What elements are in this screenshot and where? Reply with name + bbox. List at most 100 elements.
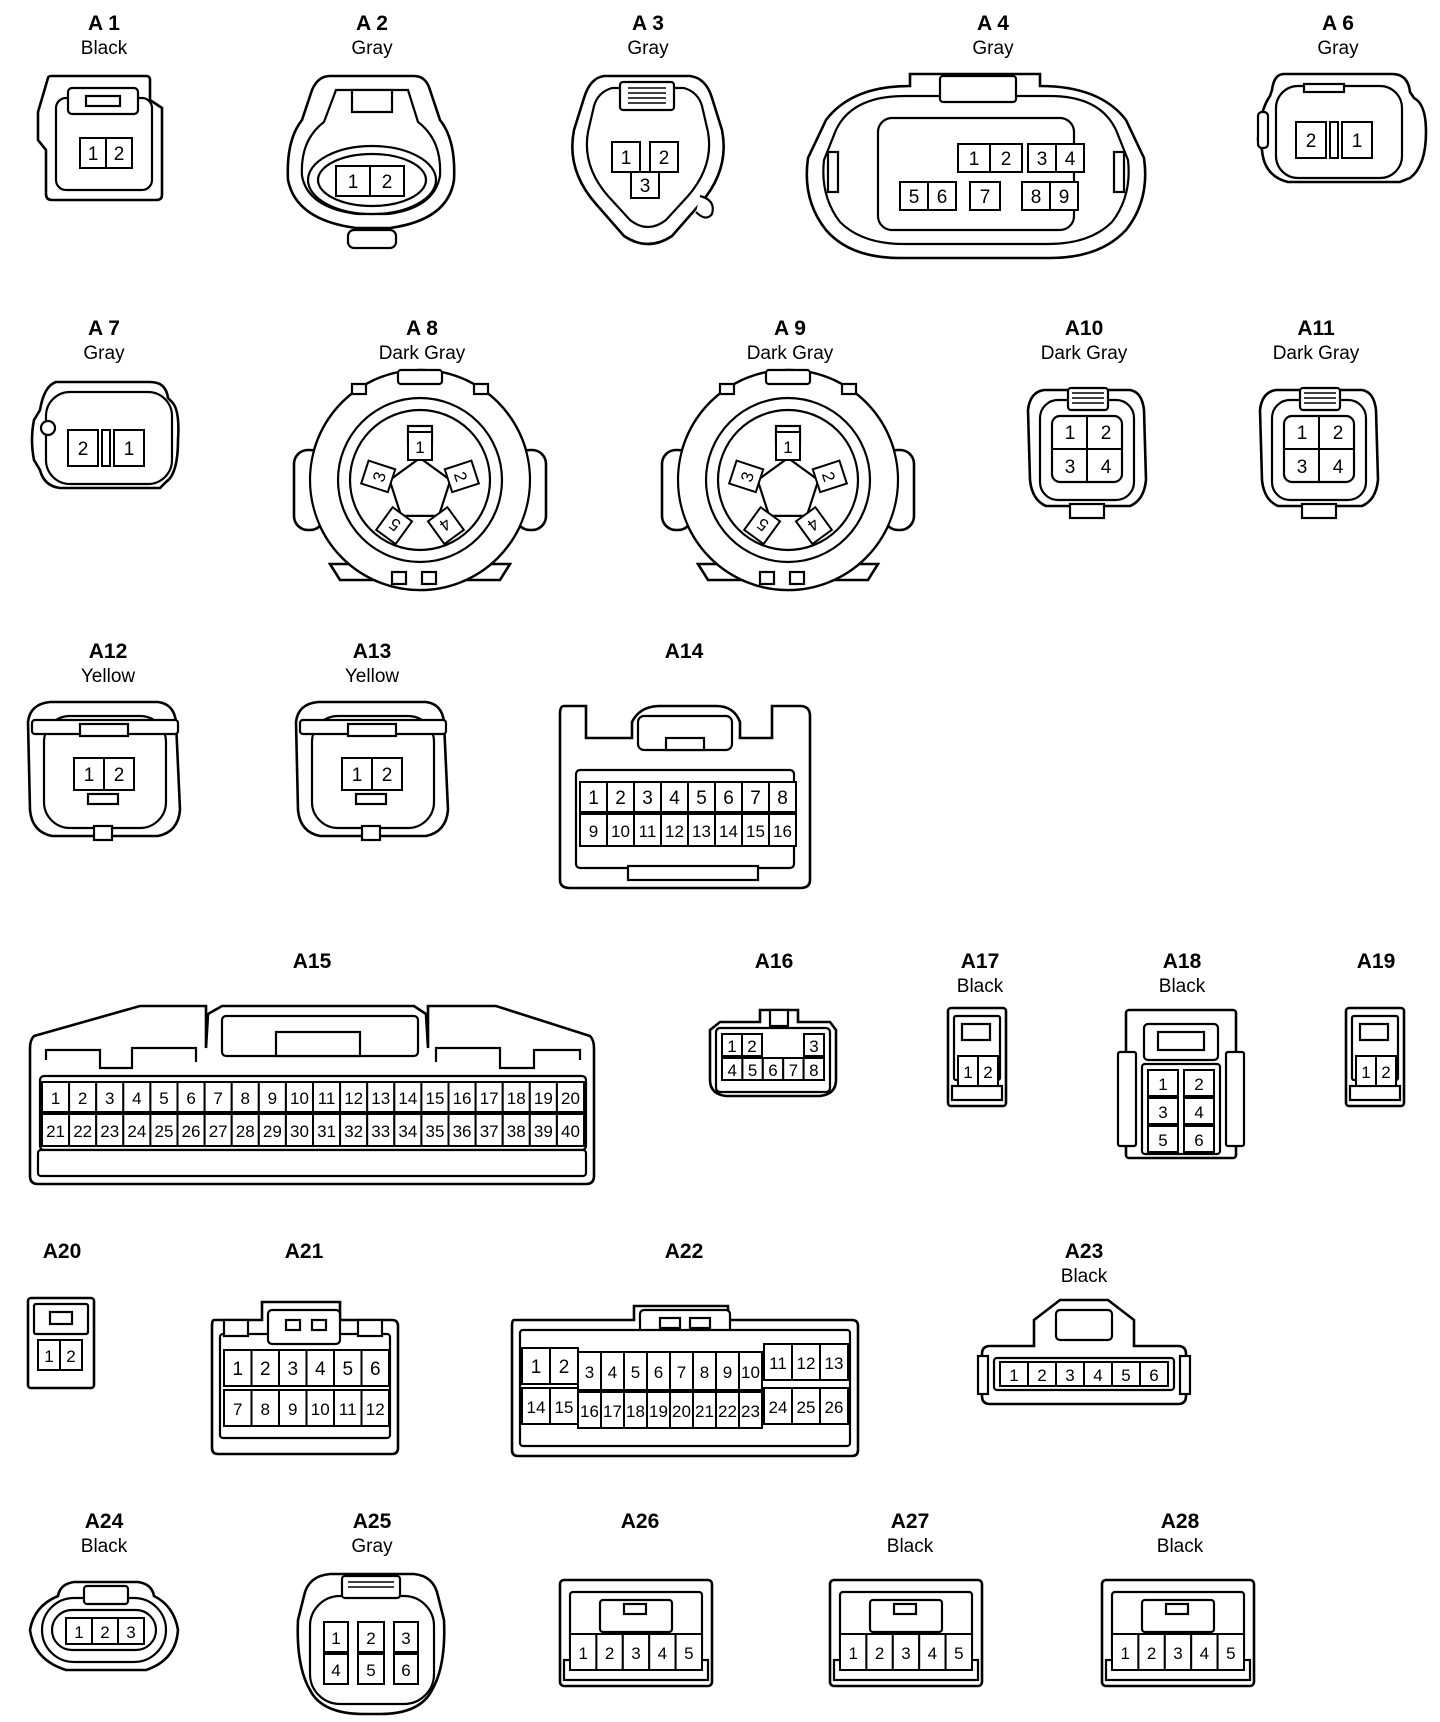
pin-number: 2 — [559, 1357, 570, 1378]
pin-number: 5 — [159, 1089, 168, 1108]
pin-cell — [611, 141, 641, 173]
pin-number: 3 — [901, 1644, 910, 1663]
pin-number: 12 — [366, 1400, 385, 1419]
pin-cell — [59, 1339, 83, 1371]
pin-number: 14 — [527, 1398, 546, 1417]
connector-color: Black — [81, 38, 128, 59]
pin-number: 20 — [561, 1089, 580, 1108]
pin-cell — [1147, 1097, 1179, 1125]
pin-number: 2 — [1306, 131, 1317, 152]
pin-number: 10 — [311, 1400, 330, 1419]
pin-number: 13 — [825, 1354, 844, 1373]
pin-number: 40 — [561, 1122, 580, 1141]
connector-color: Yellow — [345, 666, 400, 687]
pin-number: 3 — [640, 176, 651, 197]
pin-number: 1 — [621, 148, 632, 169]
pin-number: 3 — [1158, 1103, 1167, 1122]
pin-cell — [899, 181, 929, 211]
pin-number: 19 — [649, 1402, 668, 1421]
pin-cell — [1190, 1633, 1219, 1671]
pin-number: 13 — [692, 822, 711, 841]
pin-number: 5 — [696, 788, 707, 809]
pin-cell — [501, 1113, 531, 1147]
pin-cell — [369, 165, 405, 197]
pin-number: 33 — [371, 1122, 390, 1141]
pin-number: 1 — [1120, 1644, 1129, 1663]
pin-cell — [794, 505, 834, 546]
pin-number: 1 — [1158, 1075, 1167, 1094]
pin-cell — [1163, 1633, 1193, 1671]
pin-cell — [407, 431, 433, 461]
pin-cell — [579, 813, 608, 847]
connector-label: A22 — [665, 1240, 704, 1263]
pin-number: 4 — [1194, 1103, 1203, 1122]
pin-cell — [371, 757, 403, 791]
pin-cell — [312, 1113, 342, 1147]
pin-number: 6 — [723, 788, 734, 809]
pin-cell — [305, 1349, 335, 1387]
pin-cell — [741, 1033, 763, 1057]
pin-number: 39 — [534, 1122, 553, 1141]
pin-number: 14 — [398, 1089, 417, 1108]
pin-cell — [1111, 1633, 1140, 1671]
pin-number: 1 — [232, 1359, 243, 1380]
pin-number: 15 — [425, 1089, 444, 1108]
pin-cell — [1055, 143, 1085, 173]
pin-cell — [176, 1081, 206, 1113]
pin-cell — [122, 1113, 152, 1147]
pin-number: 31 — [317, 1122, 336, 1141]
pin-number: 20 — [672, 1402, 691, 1421]
pin-number: 6 — [401, 1661, 410, 1680]
pin-number: 7 — [213, 1089, 222, 1108]
pin-cell — [341, 757, 373, 791]
pin-number: 10 — [611, 822, 630, 841]
pin-number: 35 — [425, 1122, 444, 1141]
pin-cell — [714, 813, 743, 847]
pin-cell — [555, 1081, 586, 1113]
connector-label: A11 — [1297, 317, 1335, 340]
pin-cell — [149, 1113, 179, 1147]
connector-color: Gray — [1317, 38, 1359, 59]
pin-cell — [1027, 1361, 1057, 1387]
pin-number: 4 — [331, 1661, 340, 1680]
pin-cell — [1021, 181, 1051, 211]
pin-cell — [989, 143, 1023, 173]
pin-cell — [819, 1387, 849, 1425]
pin-number: 34 — [398, 1122, 417, 1141]
connector-color: Black — [81, 1536, 128, 1557]
pin-cell — [802, 1057, 825, 1081]
pin-number: 2 — [78, 1089, 87, 1108]
pin-cell — [569, 1633, 598, 1671]
connector-color: Dark Gray — [1273, 343, 1360, 364]
pin-number: 8 — [777, 788, 788, 809]
pin-number: 7 — [750, 788, 761, 809]
pin-number: 16 — [773, 822, 792, 841]
pin-cell — [763, 1387, 793, 1425]
pin-cell — [977, 1055, 999, 1087]
pin-number: 3 — [585, 1363, 594, 1382]
pin-number: 12 — [665, 822, 684, 841]
pin-cell — [67, 429, 99, 467]
pin-number: 2 — [605, 1644, 614, 1663]
pin-cell — [105, 137, 133, 169]
pin-cell — [366, 1113, 396, 1147]
pin-number: 1 — [124, 439, 135, 460]
pin-cell — [1341, 121, 1373, 159]
pin-number: 5 — [1121, 1366, 1130, 1385]
pin-cell — [393, 1621, 419, 1653]
pin-number: 4 — [928, 1644, 937, 1663]
pin-cell — [323, 1621, 349, 1653]
pin-cell — [149, 1081, 179, 1113]
pin-number: 1 — [74, 1623, 83, 1642]
pin-number: 5 — [684, 1644, 693, 1663]
pin-cell — [79, 137, 107, 169]
pin-cell — [819, 1343, 849, 1381]
